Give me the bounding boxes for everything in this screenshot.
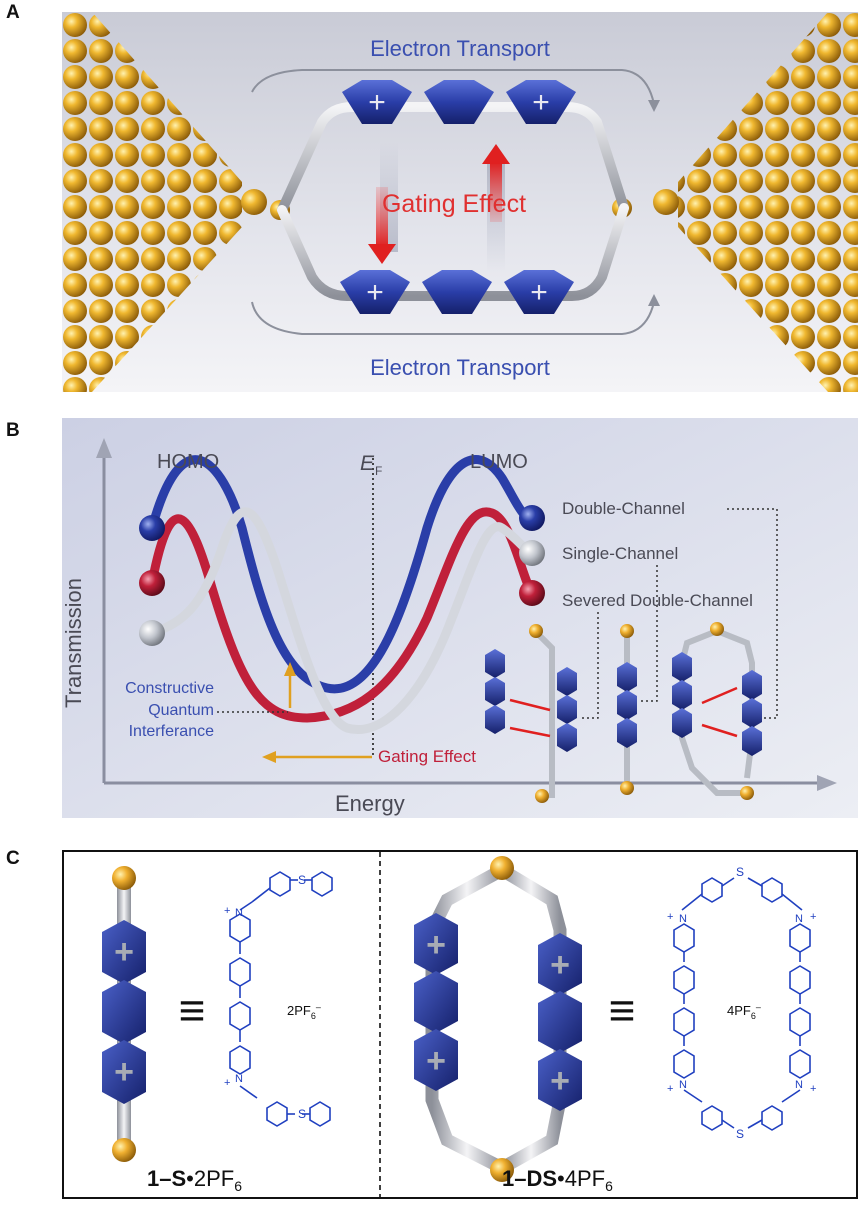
cqi-line3: Interferance [129, 723, 214, 740]
equivalence-sign-right: ≡ [609, 984, 636, 1036]
nitrogen-atom-3: N [679, 1079, 687, 1091]
cqi-line1: Constructive [125, 680, 214, 697]
lumo-label: LUMO [470, 451, 528, 473]
right-tip-atom [653, 189, 679, 215]
sulfur-atom-top-left: S [298, 873, 306, 887]
mini-molecules [485, 622, 762, 803]
panel-b-illustration: HOMO E F LUMO Transmission Energy Double… [61, 418, 858, 818]
compound-name-1s: 1–S•2PF6 [147, 1166, 242, 1194]
svg-text:+: + [426, 1042, 446, 1080]
charge-bottom-left: + [224, 1077, 230, 1089]
double-channel-marker [519, 505, 545, 531]
nitrogen-atom-1: N [679, 913, 687, 925]
cqi-line2: Quantum [148, 702, 214, 719]
panel-label-b: B [6, 420, 20, 441]
x-axis-label: Energy [335, 791, 405, 816]
sulfur-atom-bottom-left: S [298, 1107, 306, 1121]
sulfur-atom-bottom-right: S [736, 1127, 744, 1141]
left-tip-atom [241, 189, 267, 215]
equivalence-sign-left: ≡ [179, 984, 206, 1036]
svg-text:+: + [426, 926, 446, 964]
panel-a: + + + + Electron Transport Electron Tran… [62, 12, 858, 392]
panel-c-illustration: + + ≡ S S N N + + 2PF6– + + [62, 850, 858, 1199]
fermi-level-subscript: F [375, 464, 382, 478]
bottom-bipyridinium-unit: + + [340, 270, 574, 314]
svg-text:+: + [368, 86, 386, 119]
svg-text:+: + [550, 1062, 570, 1100]
single-channel-marker [519, 540, 545, 566]
left-counterion: 2PF6– [287, 1002, 321, 1021]
svg-text:+: + [550, 946, 570, 984]
panel-label-a: A [6, 2, 20, 23]
svg-text:+: + [530, 276, 548, 309]
nitrogen-atom-bottom-left: N [235, 1073, 243, 1085]
gating-effect-b-label: Gating Effect [378, 747, 476, 766]
y-axis-label: Transmission [62, 578, 86, 708]
single-channel-curve [147, 507, 537, 734]
right-counterion: 4PF6– [727, 1002, 761, 1021]
molecule-1s-3d-model: + + [102, 866, 146, 1162]
fermi-level-label: E [360, 452, 375, 475]
electron-transport-bottom-label: Electron Transport [370, 355, 550, 380]
compound-name-1ds: 1–DS•4PF6 [502, 1166, 613, 1194]
panel-a-illustration: + + + + Electron Transport Electron Tran… [62, 12, 858, 392]
left-gold-electrode [62, 12, 242, 392]
panel-c: + + ≡ S S N N + + 2PF6– + + [62, 850, 858, 1200]
svg-text:+: + [114, 933, 134, 971]
severed-channel-label: Severed Double-Channel [562, 591, 753, 610]
svg-text:+: + [114, 1053, 134, 1091]
svg-text:+: + [532, 86, 550, 119]
charge-1: + [667, 911, 673, 923]
severed-channel-marker [519, 580, 545, 606]
charge-top-left: + [224, 905, 230, 917]
double-channel-label: Double-Channel [562, 499, 685, 518]
nitrogen-atom-top-left: N [235, 907, 243, 919]
structure-1s [229, 871, 333, 1127]
right-gold-electrode [678, 12, 858, 392]
nitrogen-atom-4: N [795, 1079, 803, 1091]
gating-effect-label: Gating Effect [382, 190, 526, 218]
panel-label-c: C [6, 848, 20, 869]
svg-text:+: + [366, 276, 384, 309]
charge-3: + [667, 1083, 673, 1095]
molecule-1ds-3d-model: + + + + [414, 856, 582, 1182]
charge-2: + [810, 911, 816, 923]
panel-b: HOMO E F LUMO Transmission Energy Double… [61, 418, 858, 818]
nitrogen-atom-2: N [795, 913, 803, 925]
electron-transport-top-label: Electron Transport [370, 36, 550, 61]
structure-1ds [673, 877, 811, 1131]
homo-lumo-double-channel-curve [147, 455, 537, 694]
single-channel-label: Single-Channel [562, 544, 678, 563]
sulfur-atom-top-right: S [736, 865, 744, 879]
top-bipyridinium-unit: + + [342, 80, 576, 124]
severed-double-channel-curve [147, 507, 537, 723]
homo-label: HOMO [157, 451, 219, 473]
charge-4: + [810, 1083, 816, 1095]
